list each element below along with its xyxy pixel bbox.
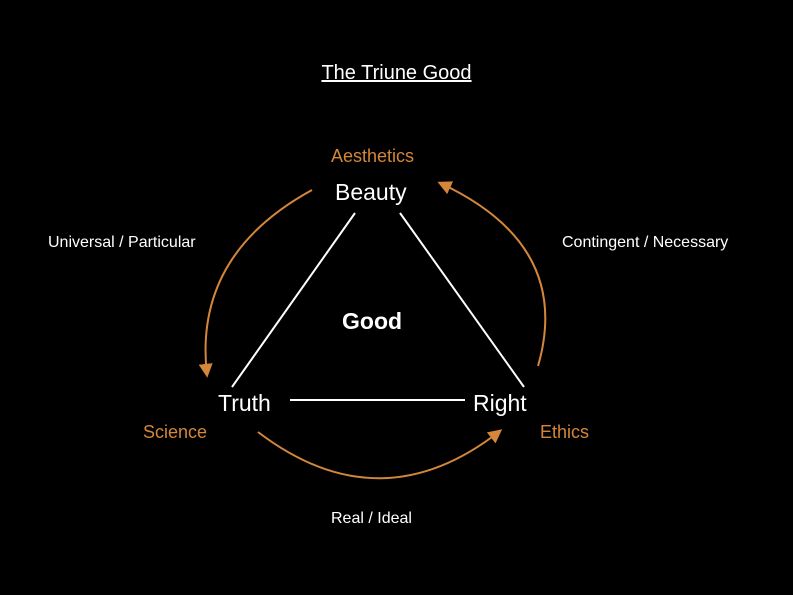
diagram-title: The Triune Good (321, 62, 472, 84)
arrow-beauty-to-truth (198, 189, 313, 378)
vertex-truth: Truth (218, 390, 271, 416)
arrow-truth-to-right (257, 429, 503, 480)
edge-beauty-truth (231, 212, 356, 388)
relation-real-ideal: Real / Ideal (331, 510, 412, 527)
domain-ethics: Ethics (540, 422, 590, 442)
center-good: Good (342, 308, 403, 334)
relation-universal-particular: Universal / Particular (48, 234, 196, 251)
relation-contingent-necessary: Contingent / Necessary (562, 234, 729, 251)
arrow-right-to-beauty (437, 181, 547, 367)
vertex-right: Right (473, 390, 527, 416)
domain-aesthetics: Aesthetics (331, 146, 415, 166)
vertex-beauty: Beauty (335, 179, 407, 205)
domain-science: Science (143, 422, 208, 442)
edge-beauty-right (399, 212, 525, 388)
